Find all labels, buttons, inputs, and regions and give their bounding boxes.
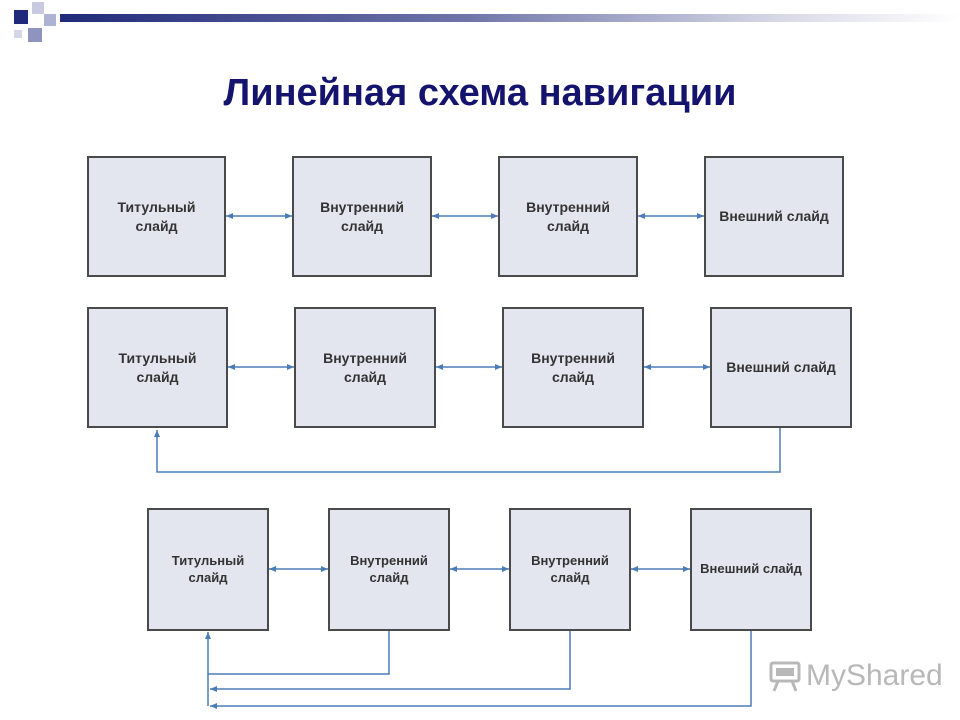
return-row3-1 (205, 631, 390, 675)
presentation-icon (769, 661, 801, 692)
myshared-logo: MyShared (768, 656, 948, 696)
header-gradient-bar (60, 14, 960, 22)
row2-box-inner-slide-1: Внутренний слайд (294, 307, 436, 428)
row3-box-external-slide: Внешний слайд (690, 508, 812, 631)
return-row2 (154, 428, 781, 473)
return-row3-2 (210, 631, 571, 692)
decor-square (44, 14, 56, 26)
decor-square (32, 2, 44, 14)
row2-box-external-slide: Внешний слайд (710, 307, 852, 428)
return-row3-3 (210, 631, 752, 709)
row3-box-inner-slide-2: Внутренний слайд (509, 508, 631, 631)
row2-box-title-slide: Титульный слайд (87, 307, 228, 428)
row1-box-external-slide: Внешний слайд (704, 156, 844, 277)
row1-box-title-slide: Титульный слайд (87, 156, 226, 277)
decor-square (28, 28, 42, 42)
page-title: Линейная схема навигации (223, 72, 737, 114)
decor-square (14, 10, 28, 24)
row2-box-inner-slide-2: Внутренний слайд (502, 307, 644, 428)
decor-square (14, 30, 22, 38)
row1-box-inner-slide-1: Внутренний слайд (292, 156, 432, 277)
row1-box-inner-slide-2: Внутренний слайд (498, 156, 638, 277)
row3-box-title-slide: Титульный слайд (147, 508, 269, 631)
row3-box-inner-slide-1: Внутренний слайд (328, 508, 450, 631)
logo-text: MyShared (806, 659, 943, 692)
